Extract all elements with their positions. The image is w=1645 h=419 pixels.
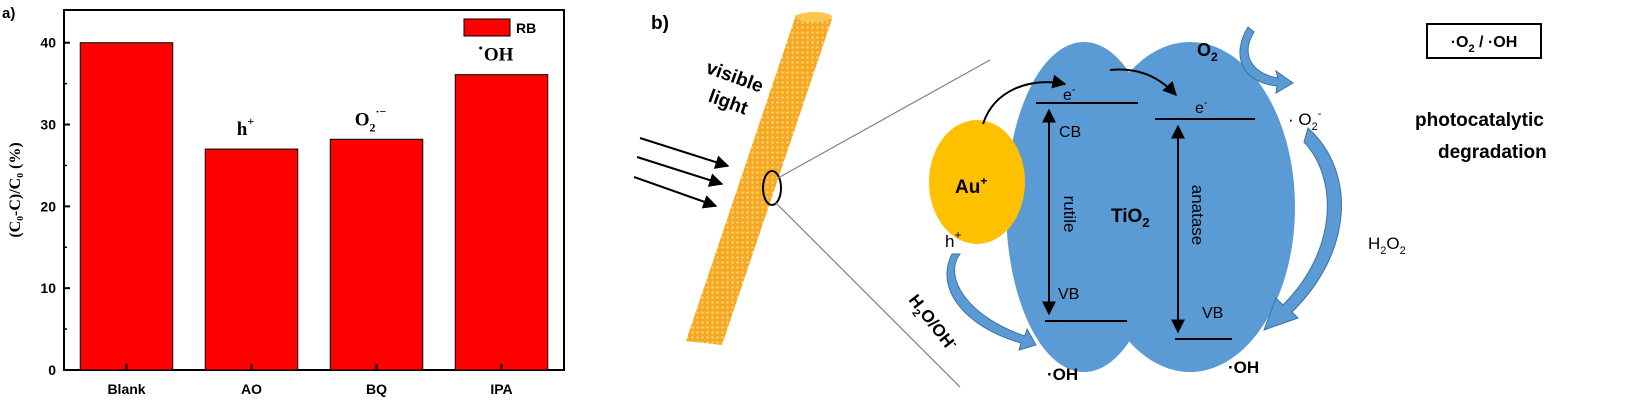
- y-tick-label: 10: [40, 280, 56, 296]
- y-tick-label: 30: [40, 117, 56, 133]
- cb-label: CB: [1059, 124, 1081, 141]
- y-tick-label: 40: [40, 35, 56, 51]
- rutile-label: rutile: [1060, 196, 1079, 233]
- bar-bq: [329, 138, 424, 371]
- electron-transfer-rutile-to-anatase: [1109, 68, 1177, 97]
- fiber: [686, 12, 832, 345]
- legend-label-rb: RB: [516, 20, 536, 36]
- light-arrow-3: [633, 176, 718, 209]
- anatase-electron-label: e-: [1195, 97, 1208, 117]
- zoom-line-top: [777, 59, 991, 179]
- legend-swatch-rb: [463, 18, 511, 37]
- hydroxyl-radical-rutile: ·OH: [1047, 365, 1078, 384]
- x-tick-label: IPA: [490, 381, 512, 397]
- x-tick-label: BQ: [366, 381, 387, 397]
- bar-annotations: h+ O2·− ·OH: [237, 39, 514, 140]
- fiber-end-cap: [796, 12, 832, 22]
- visible-light-label: visible light: [703, 57, 766, 119]
- light-arrow-1: [639, 137, 730, 169]
- y-tick-label: 0: [48, 362, 56, 378]
- bar-ipa: [454, 74, 549, 371]
- rutile-vb-label: VB: [1058, 286, 1079, 303]
- light-arrows: [633, 137, 730, 209]
- rutile-electron-label: e-: [1063, 84, 1076, 104]
- o2-label: O2: [1197, 40, 1218, 64]
- panel-label-a: a): [2, 5, 15, 22]
- superoxide-to-h2o2-arrow: [1263, 127, 1342, 331]
- y-axis: 0 10 20 30 40: [40, 35, 70, 378]
- anatase-vb-label: VB: [1202, 305, 1223, 322]
- x-tick-label: Blank: [107, 381, 145, 397]
- annotation-ao: h+: [237, 114, 255, 140]
- superoxide-label: · O2-: [1288, 108, 1322, 133]
- radical-species-text: ·O2 / ·OH: [1451, 34, 1518, 55]
- result-line-2: degradation: [1438, 142, 1547, 163]
- fiber-body: [686, 15, 832, 345]
- water-hydroxide-label: H2O/OH-: [902, 290, 961, 357]
- hydroxyl-radical-anatase: ·OH: [1228, 358, 1259, 377]
- zoom-line-bottom: [774, 201, 961, 388]
- panel-label-b: b): [651, 13, 669, 34]
- anatase-label: anatase: [1188, 185, 1207, 246]
- bar-blank: [79, 42, 174, 371]
- o2-reduction-arrow: [1239, 26, 1294, 94]
- au-particle: [929, 120, 1025, 244]
- bar-ao: [204, 148, 299, 371]
- annotation-ipa: ·OH: [478, 39, 514, 66]
- radical-species-box: [1426, 23, 1542, 59]
- legend: RB: [463, 18, 536, 37]
- bar-chart: a) 0 10 20 30 40 Blank AO BQ IPA h+ O2·− ·OH (C₀-…: [2, 5, 565, 397]
- hole-oxidation-arrow: [946, 253, 1037, 351]
- light-arrow-2: [636, 156, 724, 187]
- annotation-bq: O2·−: [355, 104, 387, 134]
- y-tick-label: 20: [40, 198, 56, 214]
- hole-label: h+: [945, 228, 961, 251]
- y-axis-label: (C₀-C)/C₀ (%): [7, 142, 24, 237]
- plot-frame: [63, 9, 565, 371]
- electron-transfer-au-to-rutile: [982, 74, 1067, 125]
- h2o2-label: H2O2: [1368, 234, 1406, 257]
- au-label: Au+: [955, 174, 987, 198]
- tio2-label: TiO2: [1111, 206, 1150, 230]
- result-line-1: photocatalytic: [1415, 110, 1544, 131]
- photocatalysis-diagram: b) visible light Au+: [633, 12, 1547, 388]
- x-axis: Blank AO BQ IPA: [107, 364, 513, 397]
- fiber-highlight: [762, 170, 782, 206]
- bar-group: [79, 42, 549, 371]
- x-tick-label: AO: [241, 381, 262, 397]
